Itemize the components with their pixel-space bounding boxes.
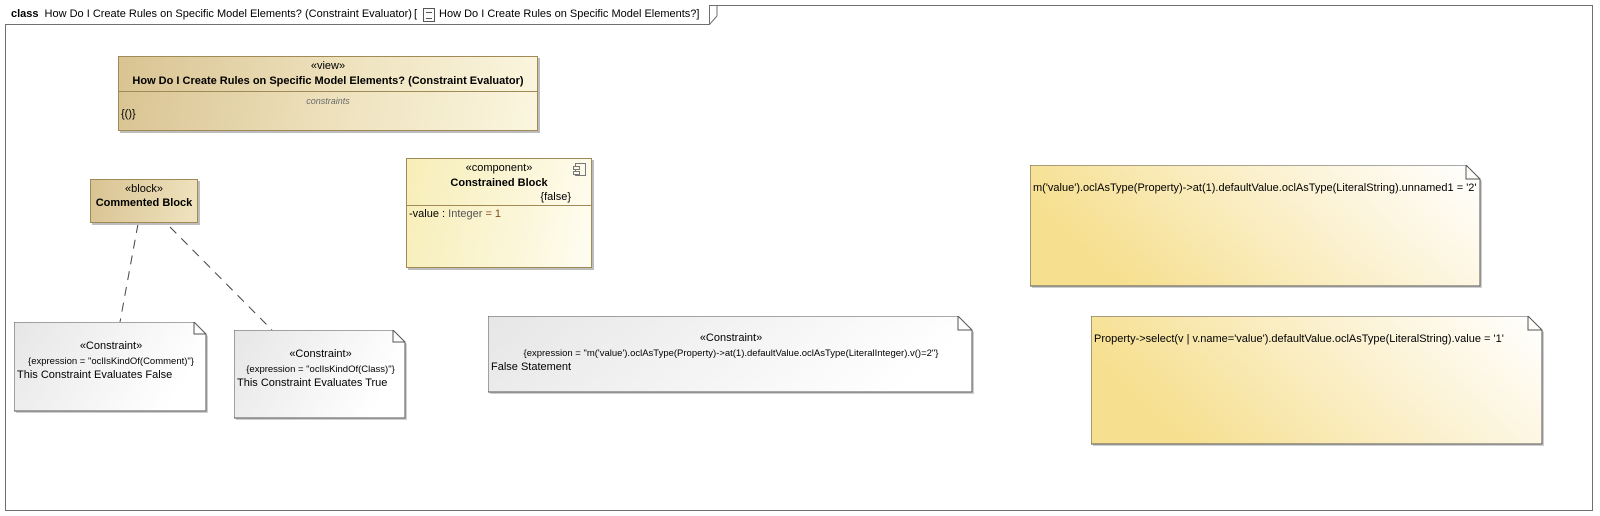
constraint-stereotype: «Constraint»: [289, 348, 352, 360]
constraint-expression: {expression = "m('value').oclAsType(Prop…: [523, 348, 939, 359]
attribute-type: Integer: [448, 208, 483, 220]
note-shape: [1091, 316, 1544, 446]
anchor-line-false[interactable]: [119, 223, 139, 323]
note-shape: [234, 330, 407, 420]
anchor-line-true[interactable]: [169, 226, 273, 331]
component-divider: [407, 205, 591, 206]
block-title: Commented Block: [95, 197, 193, 209]
view-element[interactable]: «view» How Do I Create Rules on Specific…: [118, 56, 538, 131]
component-element[interactable]: «component» Constrained Block {false} -v…: [406, 158, 592, 268]
note-shape: [488, 316, 974, 394]
frame-separator: [: [413, 8, 418, 20]
frame-kind: class: [11, 8, 39, 20]
constraint-expression: {expression = "oclIsKindOf(Class)"}: [246, 364, 395, 375]
view-divider: [119, 91, 537, 92]
component-attribute[interactable]: -value : Integer = 1: [409, 208, 591, 220]
constraint-note-statement[interactable]: «Constraint» {expression = "m('value').o…: [488, 316, 974, 394]
constraint-expression: {expression = "oclIsKindOf(Comment)"}: [28, 356, 194, 367]
block-stereotype: «block»: [125, 183, 163, 195]
view-section-label: constraints: [306, 96, 350, 106]
diagram-frame: [5, 5, 1593, 511]
ocl-note-select[interactable]: Property->select(v | v.name='value').def…: [1091, 316, 1544, 446]
constraint-text: This Constraint Evaluates False: [17, 369, 173, 381]
tab-corner: [709, 5, 718, 25]
note-shape: [14, 322, 208, 413]
attribute-prefix: -value :: [409, 208, 449, 220]
attribute-default: = 1: [482, 208, 502, 220]
constraint-text: False Statement: [491, 361, 572, 373]
component-icon: [573, 163, 586, 176]
frame-name: How Do I Create Rules on Specific Model …: [44, 8, 412, 20]
constraint-stereotype: «Constraint»: [79, 340, 143, 352]
diagram-icon: [423, 7, 436, 22]
constraint-note-true[interactable]: «Constraint» {expression = "oclIsKindOf(…: [234, 330, 407, 420]
view-constraints-body: {()}: [121, 108, 136, 120]
constraint-text: This Constraint Evaluates True: [237, 377, 388, 389]
note-shape: [1030, 165, 1482, 288]
note-text: Property->select(v | v.name='value').def…: [1094, 333, 1504, 345]
component-title: Constrained Block: [450, 177, 548, 189]
diagram-frame-tab[interactable]: class How Do I Create Rules on Specific …: [5, 5, 718, 25]
block-element[interactable]: «block» Commented Block: [90, 179, 198, 223]
ocl-note-unnamed1[interactable]: m('value').oclAsType(Property)->at(1).de…: [1030, 165, 1482, 288]
component-stereotype: «component»: [465, 162, 533, 174]
constraint-note-false[interactable]: «Constraint» {expression = "oclIsKindOf(…: [14, 322, 208, 413]
component-property: {false}: [540, 191, 571, 203]
frame-owner: How Do I Create Rules on Specific Model …: [439, 8, 700, 20]
note-text: m('value').oclAsType(Property)->at(1).de…: [1033, 182, 1477, 194]
view-stereotype: «view»: [310, 60, 346, 72]
constraint-stereotype: «Constraint»: [699, 332, 763, 344]
view-title: How Do I Create Rules on Specific Model …: [132, 75, 524, 87]
